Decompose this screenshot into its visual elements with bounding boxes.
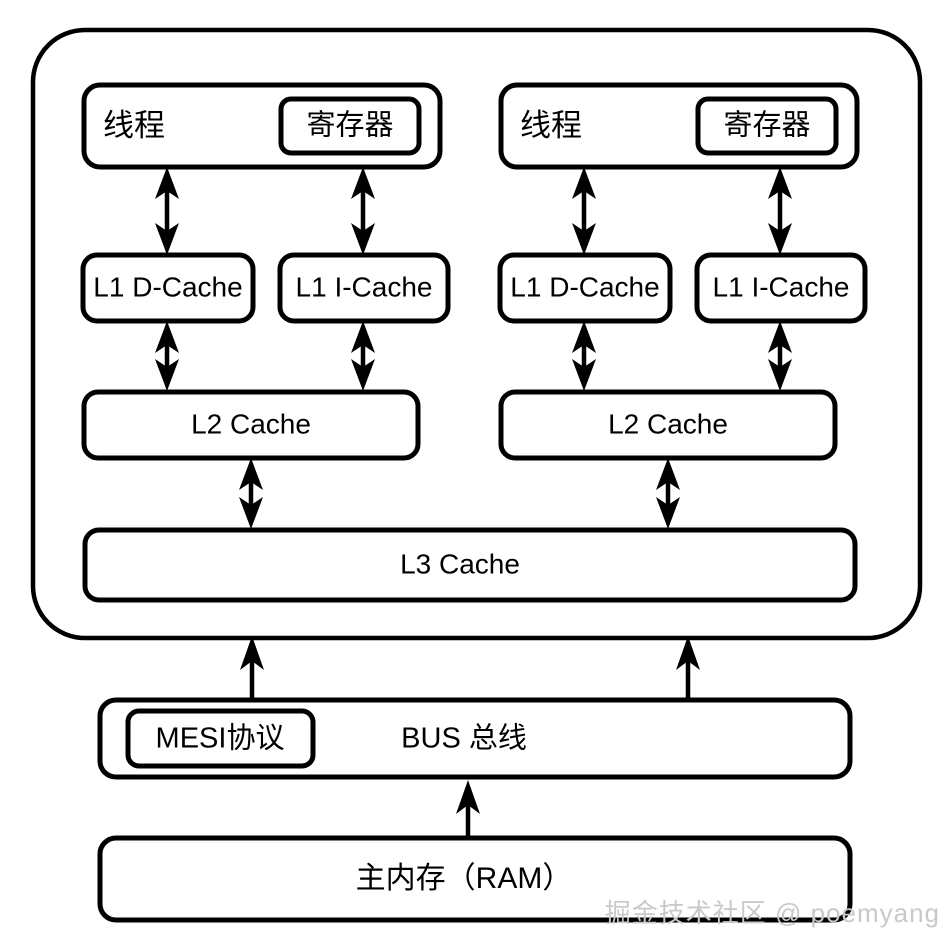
l1d-cache-box-left xyxy=(80,252,256,324)
l1i-cache-label-right: L1 I-Cache xyxy=(713,271,850,302)
l1d-cache-box-right xyxy=(497,252,673,324)
register-box-right xyxy=(695,96,839,156)
l2-cache-label-right: L2 Cache xyxy=(608,408,728,439)
l3-cache-label: L3 Cache xyxy=(400,548,520,579)
arrow-thread-left-to-l1d-left xyxy=(155,167,179,255)
thread-label-right: 线程 xyxy=(520,108,582,143)
l1i-cache-box-right xyxy=(694,252,868,324)
thread-label-left: 线程 xyxy=(103,108,165,143)
cpu-package-container xyxy=(30,27,923,641)
mesi-protocol-label: MESI协议 xyxy=(156,722,285,755)
arrow-bus-to-cpu-left xyxy=(240,636,264,700)
l1d-cache-label-right: L1 D-Cache xyxy=(510,271,659,302)
mesi-protocol-box xyxy=(125,708,316,769)
l3-cache-box xyxy=(82,527,858,603)
arrow-l2-left-to-l3 xyxy=(239,458,263,529)
arrow-l2-right-to-l3 xyxy=(656,458,680,529)
arrow-memory-to-bus xyxy=(456,780,480,838)
arrow-thread-right-to-l1d-right xyxy=(572,167,596,255)
register-label-left: 寄存器 xyxy=(306,109,393,142)
arrow-l1d-right-to-l2-right xyxy=(572,321,596,391)
main-memory-box xyxy=(97,835,853,923)
arrow-thread-right-to-l1i-right xyxy=(768,167,792,255)
main-memory-label: 主内存（RAM） xyxy=(356,862,573,895)
bus-label: BUS 总线 xyxy=(401,722,527,755)
register-label-right: 寄存器 xyxy=(723,109,810,142)
register-box-left xyxy=(278,96,422,156)
l1i-cache-label-left: L1 I-Cache xyxy=(296,271,433,302)
arrow-l1i-right-to-l2-right xyxy=(768,321,792,391)
arrow-l1d-left-to-l2-left xyxy=(155,321,179,391)
l1d-cache-label-left: L1 D-Cache xyxy=(93,271,242,302)
l1i-cache-box-left xyxy=(277,252,451,324)
arrow-l1i-left-to-l2-left xyxy=(351,321,375,391)
l2-cache-label-left: L2 Cache xyxy=(191,408,311,439)
arrow-thread-left-to-l1i-left xyxy=(351,167,375,255)
arrow-bus-to-cpu-right xyxy=(676,636,700,700)
